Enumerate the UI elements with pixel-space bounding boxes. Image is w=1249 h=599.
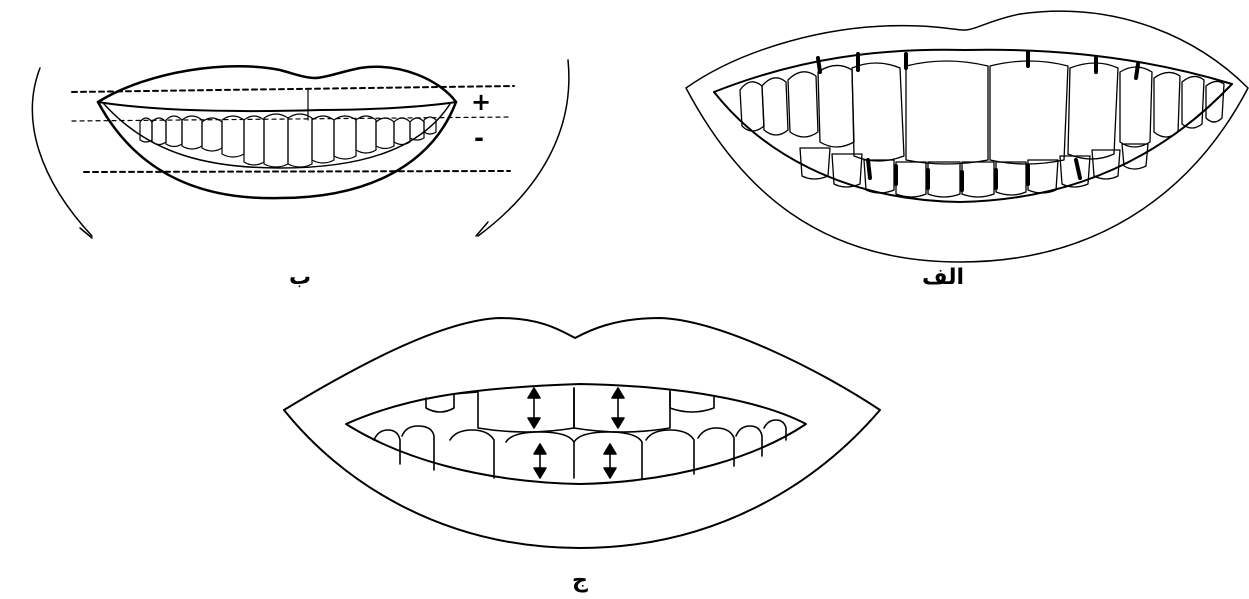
panel-c-measurement-arrows <box>528 388 624 478</box>
panel-b-lower-lip <box>98 102 456 198</box>
panel-b-dash-middle <box>72 117 510 121</box>
panel-c-figure <box>284 318 880 548</box>
panel-b-face-left <box>32 68 92 236</box>
panel-c-label: ج <box>572 568 588 593</box>
panel-b-plus-sign: + <box>471 88 491 116</box>
panel-b-dash-bottom <box>84 171 510 172</box>
panel-b-upper-lip <box>98 66 456 102</box>
panel-a-contact-marks <box>818 52 1138 190</box>
panel-a-lower-teeth <box>800 144 1148 197</box>
panel-b-teeth <box>140 114 436 167</box>
panel-b-label: ب <box>289 265 311 290</box>
panel-b-figure <box>32 60 569 238</box>
panel-b-lip-line <box>98 102 456 111</box>
panel-a-figure <box>686 11 1248 262</box>
panel-a-label: الف <box>922 265 964 290</box>
panel-b-minus-sign: - <box>474 124 484 152</box>
panel-c-upper-teeth <box>426 388 714 432</box>
